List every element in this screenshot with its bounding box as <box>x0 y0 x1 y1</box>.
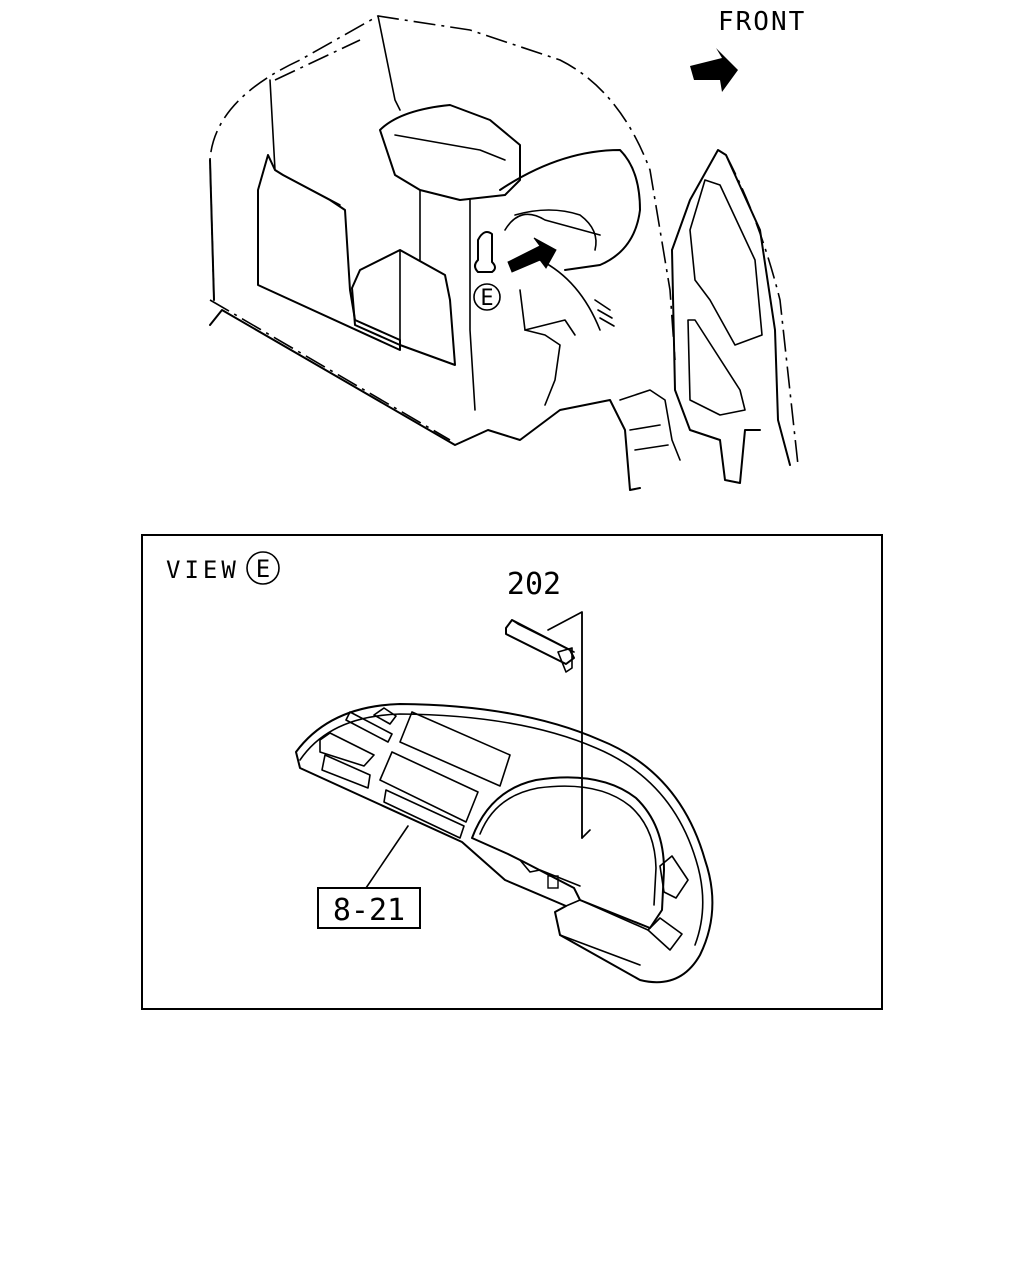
view-frame <box>141 534 883 1010</box>
front-label: FRONT <box>718 7 806 37</box>
pointer-arrow-icon <box>507 237 557 273</box>
part-202-label: 202 <box>507 567 561 602</box>
part-8-21-label: 8-21 <box>333 893 405 928</box>
view-detail-panel: VIEW E 202 <box>141 534 883 1010</box>
view-prefix-label: VIEW <box>166 556 240 584</box>
front-direction-indicator: FRONT <box>690 7 806 92</box>
switch-icon <box>547 875 559 889</box>
view-callout-circle <box>473 283 501 311</box>
view-letter: E <box>256 555 270 583</box>
part-202-clip: 202 <box>505 567 591 839</box>
part-8-21-cluster-bezel: 8-21 <box>295 703 714 984</box>
front-arrow-icon <box>690 48 738 92</box>
part-8-21-label-box <box>317 887 421 929</box>
vehicle-cab-illustration: E <box>209 15 799 491</box>
view-letter-circle <box>246 551 280 585</box>
callout-letter: E <box>480 286 493 311</box>
